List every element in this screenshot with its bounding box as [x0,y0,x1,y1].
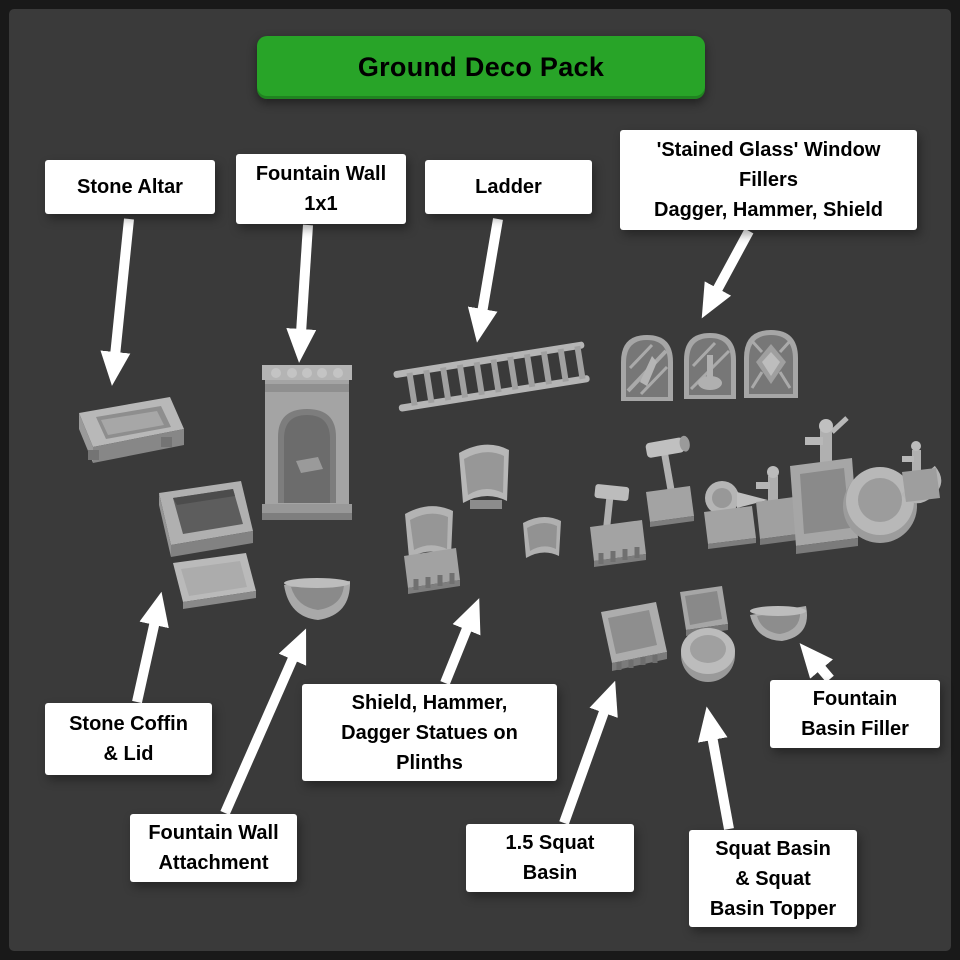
callout-fountain-basin-filler: Fountain Basin Filler [770,680,940,748]
callout-squat-basin-1-5: 1.5 Squat Basin [466,824,634,892]
callout-label: Stone Altar [77,176,183,198]
callout-fountain-wall-1x1: Fountain Wall 1x1 [236,154,406,224]
callout-stone-coffin-and-lid: Stone Coffin & Lid [45,703,212,775]
callout-label: Fountain Wall Attachment [148,822,279,874]
title-banner: Ground Deco Pack [257,36,705,99]
callout-label: Shield, Hammer, Dagger Statues on Plinth… [341,691,518,774]
callout-stained-glass-window-fillers: 'Stained Glass' Window Fillers Dagger, H… [620,130,917,230]
callout-label: Fountain Wall 1x1 [255,163,387,215]
callout-ladder: Ladder [425,160,592,214]
callout-label: Stone Coffin & Lid [69,713,188,765]
callout-squat-basin-and-topper: Squat Basin & Squat Basin Topper [689,830,857,927]
callout-statues-on-plinths: Shield, Hammer, Dagger Statues on Plinth… [302,684,557,781]
callout-label: 'Stained Glass' Window Fillers Dagger, H… [654,139,883,221]
page-title: Ground Deco Pack [357,52,605,82]
callout-fountain-wall-attachment: Fountain Wall Attachment [130,814,297,882]
callout-stone-altar: Stone Altar [45,160,215,214]
callout-label: Squat Basin & Squat Basin Topper [709,837,837,920]
callout-label: Ladder [475,176,542,198]
callout-label: Fountain Basin Filler [801,688,909,740]
callout-label: 1.5 Squat Basin [505,832,595,884]
